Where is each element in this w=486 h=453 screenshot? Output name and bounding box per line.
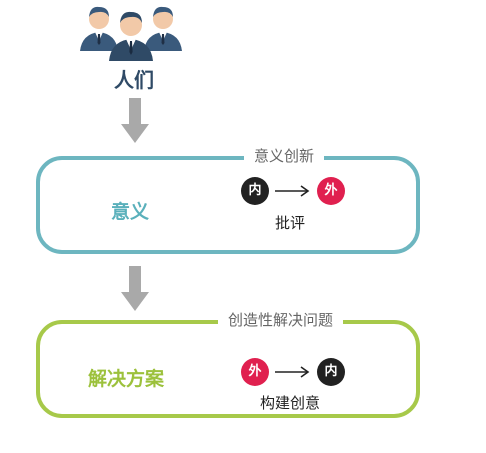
down-arrow-icon (121, 266, 149, 311)
people-group-icon (80, 6, 182, 61)
outside-circle: 外 (317, 177, 345, 205)
meaning-box-caption: 批评 (274, 214, 305, 232)
meaning-box: 意义创新 意义 内 外 批评 (36, 146, 420, 254)
outside-in-flow: 外 内 (241, 358, 371, 388)
outside-circle: 外 (241, 358, 269, 386)
down-arrow-icon (121, 98, 149, 143)
right-arrow-icon (275, 185, 310, 197)
inside-circle: 内 (317, 358, 345, 386)
meaning-box-title: 意义创新 (244, 146, 325, 166)
solution-box-label: 解决方案 (88, 368, 165, 390)
solution-box-title: 创造性解决问题 (218, 310, 344, 330)
solution-box: 创造性解决问题 解决方案 外 内 构建创意 (36, 310, 420, 418)
meaning-box-label: 意义 (111, 201, 150, 223)
right-arrow-icon (275, 366, 310, 378)
solution-box-caption: 构建创意 (259, 394, 320, 412)
people-label: 人们 (114, 68, 154, 92)
inside-out-flow: 内 外 (241, 177, 371, 207)
inside-circle: 内 (241, 177, 269, 205)
